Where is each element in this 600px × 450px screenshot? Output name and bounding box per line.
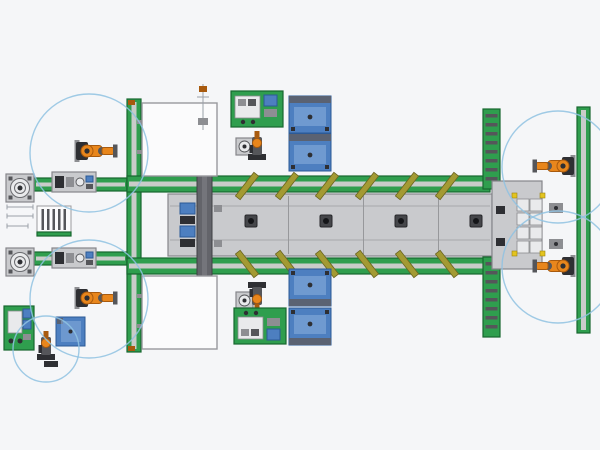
main-line-section xyxy=(126,98,493,353)
end-bed-block xyxy=(496,206,505,214)
cabinet-bottom-2[interactable] xyxy=(288,307,332,346)
bottom-center-cell xyxy=(233,268,332,346)
left-vertical-belt xyxy=(131,102,137,349)
rack-slat xyxy=(47,209,50,230)
cabinet-top-2[interactable] xyxy=(288,133,332,172)
work-envelope-arcs xyxy=(12,93,600,383)
module-mount-tab xyxy=(137,150,142,154)
pallet-locator xyxy=(511,192,518,199)
pallet-grid[interactable] xyxy=(511,192,546,257)
robot-work-envelope-arc xyxy=(29,93,149,213)
gripper-stand-upper[interactable] xyxy=(549,203,563,213)
pedestal-hub xyxy=(242,144,247,149)
tool-stack-module xyxy=(180,239,195,247)
left-lower-process-module[interactable] xyxy=(141,275,218,350)
buffer-rack[interactable] xyxy=(36,205,72,237)
pallet-locator xyxy=(511,250,518,257)
robot-work-envelope-arc xyxy=(12,315,80,383)
stand-pin xyxy=(554,242,558,246)
pallet-locator xyxy=(539,250,546,257)
pedestal-hub xyxy=(242,298,247,303)
infeed-station-lower[interactable] xyxy=(51,247,97,269)
left-process-cell xyxy=(74,102,218,350)
robot-work-envelope-arc xyxy=(501,110,600,224)
column-bracket xyxy=(214,240,222,247)
conveyor-corner-marker xyxy=(128,100,135,105)
end-bed-block xyxy=(496,238,505,246)
pallet-cell xyxy=(529,198,543,212)
marker-hole xyxy=(323,218,329,224)
tool-stack-module xyxy=(180,216,195,224)
pallet-cell xyxy=(516,240,530,254)
rack-slat xyxy=(58,209,61,230)
infeed-station-upper[interactable] xyxy=(51,171,97,193)
bed-station-markers xyxy=(244,214,483,228)
bed-station-marker[interactable] xyxy=(319,214,333,228)
marker-hole xyxy=(473,218,479,224)
rotary-station-left-upper[interactable] xyxy=(5,173,35,203)
control-board-top[interactable] xyxy=(230,90,284,128)
bed-station-marker[interactable] xyxy=(394,214,408,228)
left-upper-process-module[interactable] xyxy=(141,102,218,177)
pallet-cell xyxy=(529,240,543,254)
pallet-locator xyxy=(539,192,546,199)
stand-pin xyxy=(554,206,558,210)
column-bracket xyxy=(214,205,222,212)
conveyor-corner-marker xyxy=(128,346,135,351)
robot-work-envelope-arc xyxy=(29,239,149,359)
rack-slat xyxy=(52,209,55,230)
cabinet-knob xyxy=(68,329,73,334)
board-terminal xyxy=(23,334,31,340)
module-mount-tab xyxy=(137,294,142,298)
cabinet-top-1[interactable] xyxy=(288,95,332,134)
rack-slat xyxy=(63,209,66,230)
board-plc xyxy=(22,308,32,319)
cabinet-bottom-left[interactable] xyxy=(55,316,86,347)
column-slide xyxy=(202,171,207,279)
top-center-cell xyxy=(197,84,332,172)
pole-marker xyxy=(199,86,207,92)
marker-hole xyxy=(248,218,254,224)
pallet-cell xyxy=(529,226,543,240)
right-upper-ladder-conveyor[interactable] xyxy=(482,108,501,190)
rack-base-rail xyxy=(36,231,72,237)
module-mount-tab xyxy=(137,324,142,328)
pallet-cell xyxy=(516,226,530,240)
bed-station-marker[interactable] xyxy=(244,214,258,228)
pole-bracket xyxy=(198,118,208,125)
outfeed-fixture xyxy=(44,361,58,367)
control-board-bottom[interactable] xyxy=(233,307,287,345)
board-button xyxy=(17,338,23,344)
control-board-bottom-left[interactable] xyxy=(3,305,35,351)
tool-stack-module xyxy=(179,202,196,215)
right-wall-belt xyxy=(581,110,586,330)
tool-stack-module xyxy=(179,225,196,238)
board-button xyxy=(8,338,14,344)
main-top-belt xyxy=(129,181,488,187)
marker-hole xyxy=(398,218,404,224)
pallet-cell xyxy=(516,198,530,212)
rotary-station-left-lower[interactable] xyxy=(5,247,35,277)
board-panel xyxy=(7,310,23,334)
rack-slat xyxy=(41,209,44,230)
dimension-marks xyxy=(6,204,34,229)
main-bottom-belt xyxy=(129,263,488,269)
cabinet-corner xyxy=(57,318,63,324)
bed-station-marker[interactable] xyxy=(469,214,483,228)
cabinet-bottom-1[interactable] xyxy=(288,268,332,307)
robot-pedestal-top[interactable] xyxy=(235,137,254,156)
robot-work-envelope-arc xyxy=(501,210,600,324)
gripper-stand-lower[interactable] xyxy=(549,239,563,249)
right-outfeed-cell xyxy=(482,106,591,338)
